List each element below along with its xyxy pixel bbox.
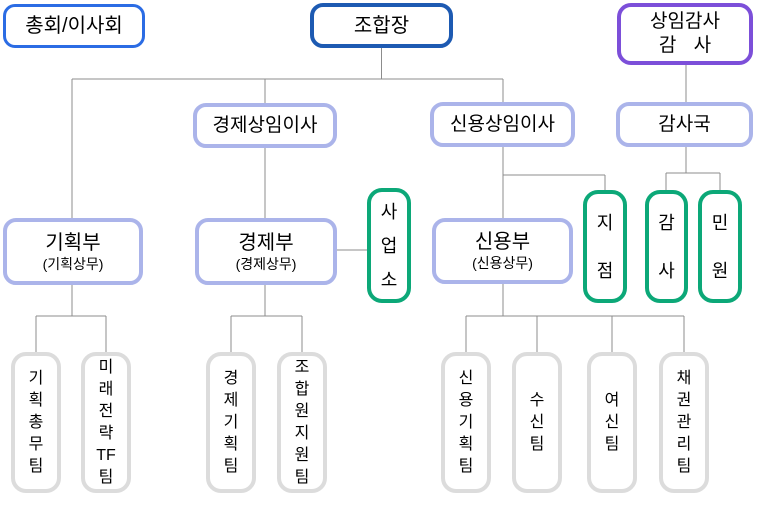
team-econ-planning-label: 경 제 기 획 팀 [223, 369, 239, 475]
team-bond-mgmt-label: 채 권 관 리 팀 [676, 369, 692, 475]
team-loan-label: 여 신 팀 [604, 391, 620, 453]
node-economic-director: 경제상임이사 [193, 103, 337, 148]
team-member-support-label: 조 합 원 지 원 팀 [294, 358, 310, 486]
team-credit-planning-label: 신 용 기 획 팀 [458, 369, 474, 475]
audit-bureau-label: 감사국 [658, 114, 711, 135]
node-audit-unit: 감 사 [645, 190, 688, 303]
economic-director-label: 경제상임이사 [212, 115, 318, 136]
node-team-planning-general: 기 획 총 무 팀 [11, 352, 61, 493]
node-team-future-strategy: 미 래 전 략 TF 팀 [81, 352, 131, 493]
node-economic-dept: 경제부 (경제상무) [195, 218, 337, 285]
economic-dept-label: 경제부 [238, 231, 294, 254]
planning-dept-sublabel: (기획상무) [42, 255, 104, 272]
team-deposit-label: 수 신 팀 [529, 391, 545, 453]
node-team-member-support: 조 합 원 지 원 팀 [277, 352, 327, 493]
president-label: 조합장 [353, 14, 410, 37]
node-president: 조합장 [310, 3, 453, 48]
node-business-office: 사 업 소 [367, 188, 411, 303]
node-team-deposit: 수 신 팀 [512, 352, 562, 493]
planning-dept-label: 기획부 [45, 231, 101, 254]
audit-unit-label: 감 사 [658, 212, 675, 281]
branch-label: 지 점 [596, 212, 614, 281]
civil-complaint-label: 민 원 [711, 212, 729, 281]
node-standing-auditor: 상임감사 감 사 [617, 3, 753, 65]
node-credit-director: 신용상임이사 [430, 102, 575, 147]
team-future-strategy-label: 미 래 전 략 TF 팀 [96, 358, 116, 486]
credit-dept-sublabel: (신용상무) [472, 255, 533, 271]
node-team-credit-planning: 신 용 기 획 팀 [441, 352, 491, 493]
node-planning-dept: 기획부 (기획상무) [3, 218, 143, 285]
credit-director-label: 신용상임이사 [450, 114, 555, 135]
node-team-loan: 여 신 팀 [587, 352, 637, 493]
node-branch: 지 점 [583, 190, 627, 303]
node-general-assembly: 총회/이사회 [3, 4, 145, 48]
node-team-econ-planning: 경 제 기 획 팀 [206, 352, 256, 493]
node-civil-complaint: 민 원 [698, 190, 742, 303]
business-office-label: 사 업 소 [380, 201, 398, 290]
general-assembly-label: 총회/이사회 [25, 15, 123, 37]
economic-dept-sublabel: (경제상무) [235, 255, 297, 272]
node-team-bond-mgmt: 채 권 관 리 팀 [659, 352, 709, 493]
credit-dept-label: 신용부 [474, 231, 531, 253]
standing-auditor-label-line1: 상임감사 [650, 11, 720, 32]
node-audit-bureau: 감사국 [616, 102, 753, 147]
team-planning-general-label: 기 획 총 무 팀 [28, 369, 44, 475]
node-credit-dept: 신용부 (신용상무) [432, 218, 573, 284]
standing-auditor-label-line2: 감 사 [658, 35, 712, 56]
